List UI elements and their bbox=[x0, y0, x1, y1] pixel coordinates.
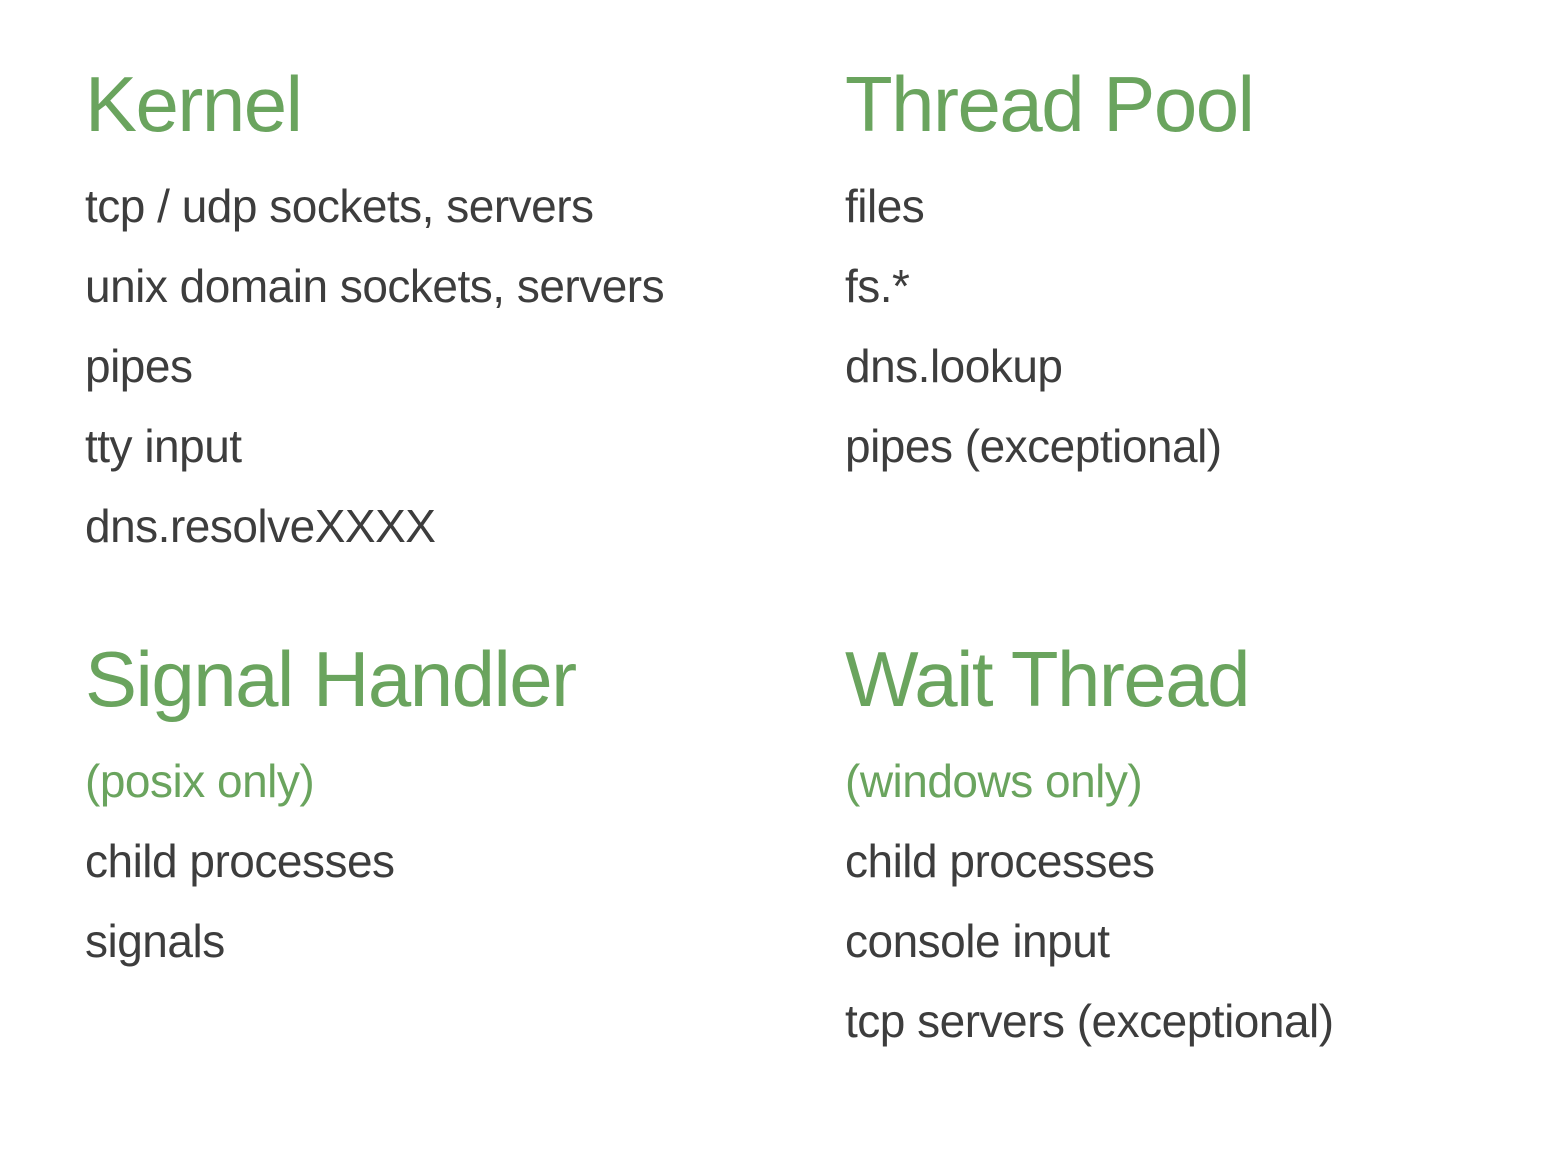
section-wait-thread: Wait Thread (windows only) child process… bbox=[845, 635, 1545, 1061]
list-item: dns.resolveXXXX bbox=[85, 500, 436, 552]
section-signal-handler-subtitle: (posix only) bbox=[85, 755, 315, 807]
list-item: fs.* bbox=[845, 260, 910, 312]
section-signal-handler: Signal Handler (posix only) child proces… bbox=[85, 635, 785, 981]
list-item: child processes bbox=[85, 835, 395, 887]
list-item: tcp servers (exceptional) bbox=[845, 995, 1334, 1047]
list-item: tcp / udp sockets, servers bbox=[85, 180, 594, 232]
section-kernel: Kernel tcp / udp sockets, servers unix do… bbox=[85, 60, 785, 566]
section-wait-thread-title: Wait Thread bbox=[845, 635, 1251, 723]
section-signal-handler-items: child processes signals bbox=[85, 821, 785, 981]
section-kernel-title: Kernel bbox=[85, 60, 303, 148]
section-thread-pool-title: Thread Pool bbox=[845, 60, 1255, 148]
list-item: dns.lookup bbox=[845, 340, 1063, 392]
list-item: unix domain sockets, servers bbox=[85, 260, 665, 312]
list-item: tty input bbox=[85, 420, 242, 472]
list-item: pipes (exceptional) bbox=[845, 420, 1222, 472]
section-kernel-items: tcp / udp sockets, servers unix domain so… bbox=[85, 166, 785, 566]
list-item: console input bbox=[845, 915, 1110, 967]
section-thread-pool-items: files fs.* dns.lookup pipes (exceptional) bbox=[845, 166, 1545, 486]
section-wait-thread-items: child processes console input tcp servers … bbox=[845, 821, 1545, 1061]
list-item: files bbox=[845, 180, 925, 232]
list-item: signals bbox=[85, 915, 225, 967]
section-wait-thread-subtitle: (windows only) bbox=[845, 755, 1143, 807]
section-signal-handler-title: Signal Handler bbox=[85, 635, 577, 723]
list-item: child processes bbox=[845, 835, 1155, 887]
list-item: pipes bbox=[85, 340, 193, 392]
section-thread-pool: Thread Pool files fs.* dns.lookup pipes (ex… bbox=[845, 60, 1545, 486]
